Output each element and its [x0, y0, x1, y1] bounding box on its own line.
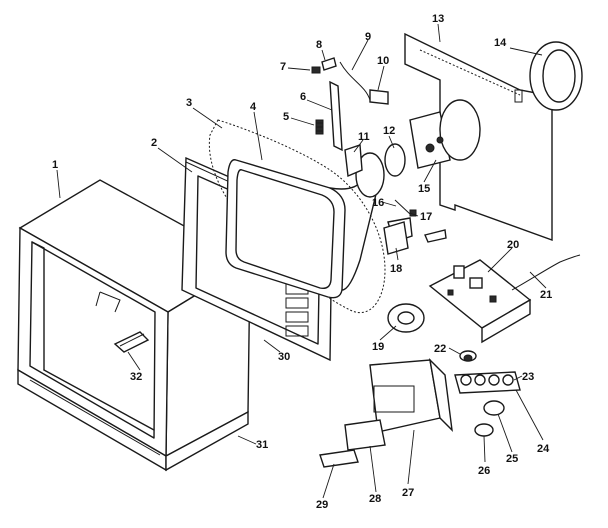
callout-label-8: 8	[316, 39, 322, 51]
callout-label-16: 16	[372, 197, 384, 209]
lead-wire-part	[339, 61, 371, 101]
module-part	[383, 221, 409, 255]
callout-label-22: 22	[434, 343, 446, 355]
callout-label-5: 5	[283, 111, 289, 123]
callout-label-31: 31	[256, 439, 268, 451]
callout-leaders	[56, 23, 547, 499]
callout-label-6: 6	[300, 91, 306, 103]
callout-label-27: 27	[402, 487, 414, 499]
callout-label-24: 24	[537, 443, 550, 455]
callout-label-20: 20	[507, 239, 519, 251]
callout-label-10: 10	[377, 55, 389, 67]
screw-part	[315, 119, 324, 135]
pcb-part	[428, 259, 532, 344]
ring-part	[529, 41, 583, 111]
control-panel-part	[319, 357, 453, 468]
callout-label-18: 18	[390, 263, 402, 275]
callout-label-1: 1	[52, 159, 58, 171]
bracket-part	[329, 80, 343, 152]
callout-label-29: 29	[316, 499, 328, 511]
callout-label-4: 4	[250, 101, 257, 113]
callout-label-19: 19	[372, 341, 384, 353]
callout-label-13: 13	[432, 13, 444, 25]
callout-label-15: 15	[418, 183, 430, 195]
callout-label-32: 32	[130, 371, 142, 383]
callout-label-25: 25	[506, 453, 518, 465]
control-strip-part	[454, 371, 521, 394]
callout-label-28: 28	[369, 493, 381, 505]
knob-part	[459, 350, 477, 362]
callout-label-30: 30	[278, 351, 290, 363]
callout-label-12: 12	[383, 125, 395, 137]
callout-label-7: 7	[280, 61, 286, 73]
callout-label-21: 21	[540, 289, 552, 301]
clip-part	[311, 57, 337, 74]
small-bracket-part	[369, 89, 389, 105]
callout-label-26: 26	[478, 465, 490, 477]
button-part	[474, 400, 505, 437]
callout-label-17: 17	[420, 211, 432, 223]
callout-label-23: 23	[522, 371, 534, 383]
callout-label-9: 9	[365, 31, 371, 43]
speaker-part	[387, 303, 425, 333]
degaussing-coil-part	[208, 119, 386, 313]
callout-label-2: 2	[151, 137, 157, 149]
cable-part	[511, 254, 581, 291]
callout-label-3: 3	[186, 97, 192, 109]
callout-label-11: 11	[358, 131, 370, 143]
callout-label-14: 14	[494, 37, 507, 49]
